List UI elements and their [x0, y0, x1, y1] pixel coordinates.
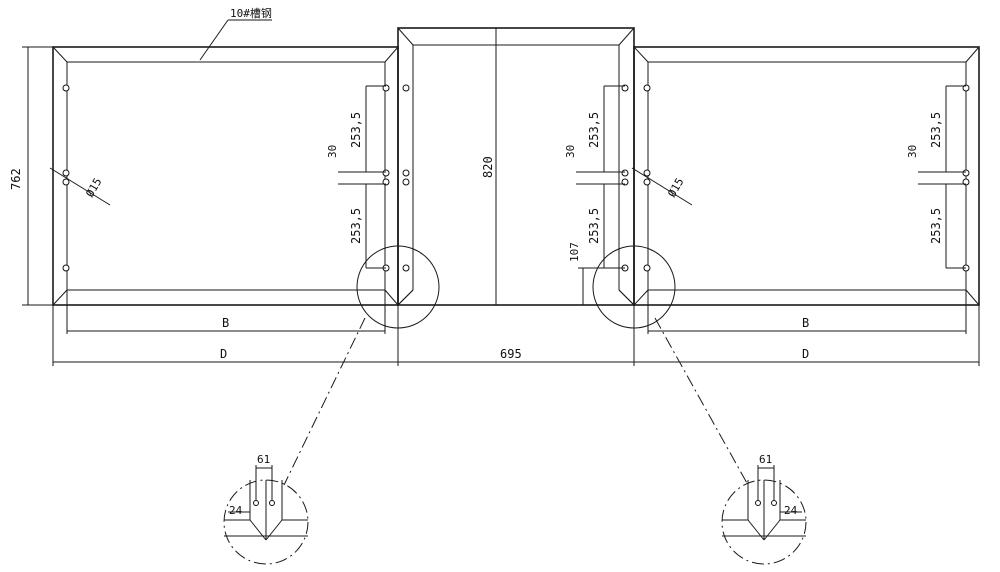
- left-frame: [52, 46, 399, 306]
- hole-dia-label-right: Ø15: [665, 176, 686, 200]
- dim-820: 820: [481, 28, 497, 305]
- middle-spacing-dims: 253,5 253,5 30 107: [564, 85, 625, 305]
- slot-label-left: 30: [326, 145, 339, 158]
- left-spacing-dims: 253,5 253,5 30: [326, 85, 386, 269]
- width-B-left: B: [222, 316, 229, 330]
- spacing-upper-left: 253,5: [349, 112, 363, 148]
- width-695-label: 695: [500, 347, 522, 361]
- dim-762: 762: [9, 46, 53, 306]
- width-D-right: D: [802, 347, 809, 361]
- right-hole-dim: Ø15: [631, 167, 693, 206]
- right-spacing-dims: 253,5 253,5 30: [906, 85, 966, 269]
- slot-label-right: 30: [906, 145, 919, 158]
- height-762-label: 762: [9, 168, 23, 190]
- right-frame: [633, 46, 980, 306]
- width-B-right: B: [802, 316, 809, 330]
- detail-61-left: 61: [257, 453, 270, 466]
- detail-view-left: 61 24: [223, 453, 309, 565]
- detail-24-right: 24: [784, 504, 798, 517]
- spacing-upper-mid: 253,5: [587, 112, 601, 148]
- height-820-label: 820: [481, 156, 495, 178]
- detail-marker-right: [592, 245, 749, 486]
- spacing-upper-right: 253,5: [929, 112, 943, 148]
- detail-marker-left: [283, 245, 440, 486]
- detail-24-left: 24: [229, 504, 243, 517]
- spacing-lower-right: 253,5: [929, 208, 943, 244]
- material-callout: 10#槽钢: [199, 7, 272, 61]
- middle-frame: [397, 27, 635, 306]
- slot-label-mid: 30: [564, 145, 577, 158]
- material-label: 10#槽钢: [230, 7, 272, 20]
- left-hole-dim: Ø15: [49, 167, 111, 206]
- spacing-lower-mid: 253,5: [587, 208, 601, 244]
- offset-107-label: 107: [568, 242, 581, 262]
- width-D-left: D: [220, 347, 227, 361]
- spacing-lower-left: 253,5: [349, 208, 363, 244]
- detail-view-right: 61 24: [721, 453, 807, 565]
- bottom-dims: B D 695 B D: [52, 290, 980, 366]
- hole-dia-label-left: Ø15: [83, 176, 104, 200]
- detail-61-right: 61: [759, 453, 772, 466]
